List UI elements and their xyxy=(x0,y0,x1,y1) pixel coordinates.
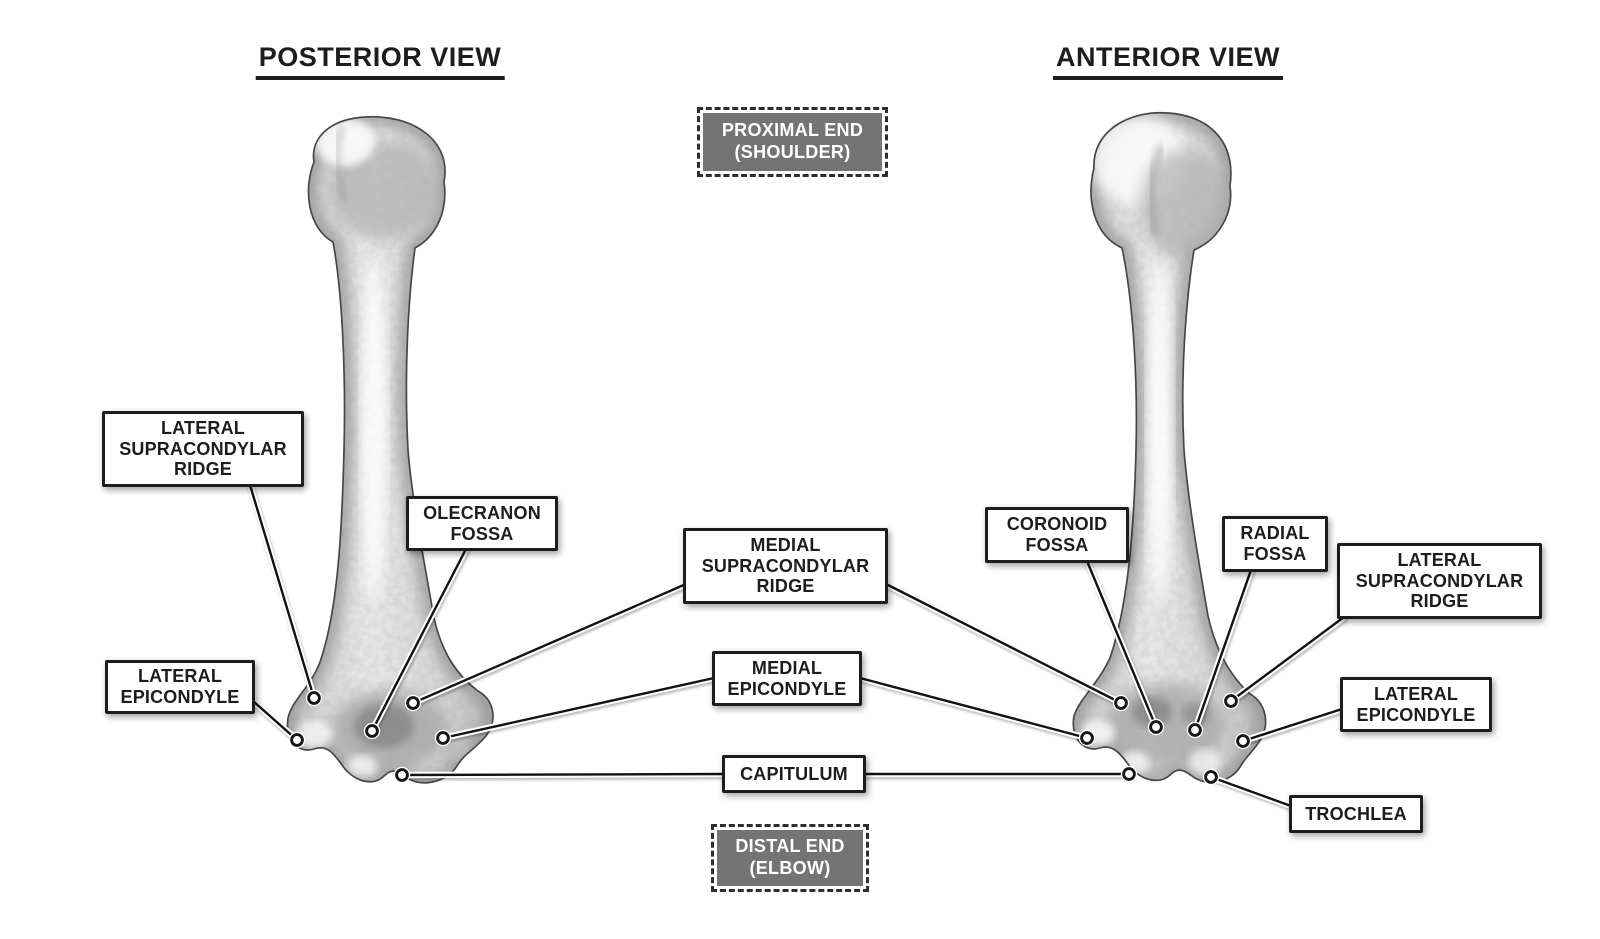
label-text: LATERAL SUPRACONDYLAR RIDGE xyxy=(119,417,287,480)
label-lateral-supracondylar-ridge-left: LATERAL SUPRACONDYLAR RIDGE xyxy=(102,411,304,487)
marker-capitulum-posterior xyxy=(393,766,411,784)
label-medial-epicondyle: MEDIAL EPICONDYLE xyxy=(712,651,862,706)
leader-lines xyxy=(246,481,1348,810)
posterior-view-title: POSTERIOR VIEW xyxy=(255,42,505,80)
label-text: OLECRANON FOSSA xyxy=(423,502,541,544)
label-radial-fossa: RADIAL FOSSA xyxy=(1222,516,1328,572)
label-text: RADIAL FOSSA xyxy=(1240,523,1310,564)
leader-line-capitulum-to-posterior xyxy=(398,770,730,779)
label-text: TROCHLEA xyxy=(1305,803,1407,824)
leader-line-lateral-epicondyle-left xyxy=(249,697,301,744)
label-lateral-supracondylar-ridge-right: LATERAL SUPRACONDYLAR RIDGE xyxy=(1337,543,1542,619)
distal-end-box-fill: DISTAL END (ELBOW) xyxy=(717,830,863,886)
marker-capitulum-anterior xyxy=(1120,765,1138,783)
leader-line-medial-supracondylar-ridge-to-posterior xyxy=(409,580,690,707)
label-olecranon-fossa: OLECRANON FOSSA xyxy=(406,496,558,551)
label-trochlea: TROCHLEA xyxy=(1289,795,1423,833)
marker-medial-supracondylar-ridge-anterior xyxy=(1112,694,1130,712)
proximal-end-box-fill: PROXIMAL END (SHOULDER) xyxy=(703,113,882,171)
marker-coronoid-fossa xyxy=(1147,718,1165,736)
leader-line-radial-fossa xyxy=(1191,566,1255,734)
leader-line-medial-epicondyle-to-anterior xyxy=(856,674,1091,742)
label-capitulum: CAPITULUM xyxy=(722,755,866,793)
proximal-end-label: PROXIMAL END (SHOULDER) xyxy=(721,120,864,162)
label-coronoid-fossa: CORONOID FOSSA xyxy=(985,507,1129,563)
anterior-humerus-drawing xyxy=(1072,111,1267,784)
label-text: LATERAL SUPRACONDYLAR RIDGE xyxy=(1355,549,1524,612)
leader-line-olecranon-fossa xyxy=(368,545,470,735)
label-medial-supracondylar-ridge: MEDIAL SUPRACONDYLAR RIDGE xyxy=(683,528,888,604)
label-text: LATERAL EPICONDYLE xyxy=(1356,683,1476,725)
leader-line-medial-epicondyle-to-posterior xyxy=(439,674,718,742)
leader-line-coronoid-fossa xyxy=(1083,557,1160,731)
distal-end-box: DISTAL END (ELBOW) xyxy=(711,824,869,892)
label-text: CORONOID FOSSA xyxy=(1006,514,1108,555)
distal-end-label: DISTAL END (ELBOW) xyxy=(735,836,845,878)
marker-radial-fossa xyxy=(1186,721,1204,739)
leader-line-lateral-epicondyle-right xyxy=(1239,705,1346,745)
leader-line-lateral-supracondylar-ridge-right xyxy=(1227,613,1348,705)
leader-line-trochlea xyxy=(1207,773,1295,810)
marker-lateral-supracondylar-ridge-right xyxy=(1222,692,1240,710)
label-text: CAPITULUM xyxy=(740,763,848,784)
leader-line-lateral-supracondylar-ridge-left xyxy=(246,481,318,702)
label-text: MEDIAL EPICONDYLE xyxy=(727,657,847,699)
marker-lateral-epicondyle-right xyxy=(1234,732,1252,750)
marker-trochlea xyxy=(1202,768,1220,786)
proximal-end-box: PROXIMAL END (SHOULDER) xyxy=(697,107,888,177)
marker-dots xyxy=(288,689,1252,786)
anterior-view-title: ANTERIOR VIEW xyxy=(1052,42,1284,80)
marker-lateral-supracondylar-ridge-left xyxy=(305,689,323,707)
leader-line-medial-supracondylar-ridge-to-anterior xyxy=(882,580,1125,707)
label-text: LATERAL EPICONDYLE xyxy=(120,666,240,707)
marker-medial-epicondyle-posterior xyxy=(434,729,452,747)
label-lateral-epicondyle-right: LATERAL EPICONDYLE xyxy=(1340,677,1492,732)
label-lateral-epicondyle-left: LATERAL EPICONDYLE xyxy=(105,660,255,714)
label-text: MEDIAL SUPRACONDYLAR RIDGE xyxy=(701,534,870,597)
marker-medial-supracondylar-ridge-posterior xyxy=(404,694,422,712)
marker-olecranon-fossa xyxy=(363,722,381,740)
marker-medial-epicondyle-anterior xyxy=(1078,729,1096,747)
marker-lateral-epicondyle-left xyxy=(288,731,306,749)
